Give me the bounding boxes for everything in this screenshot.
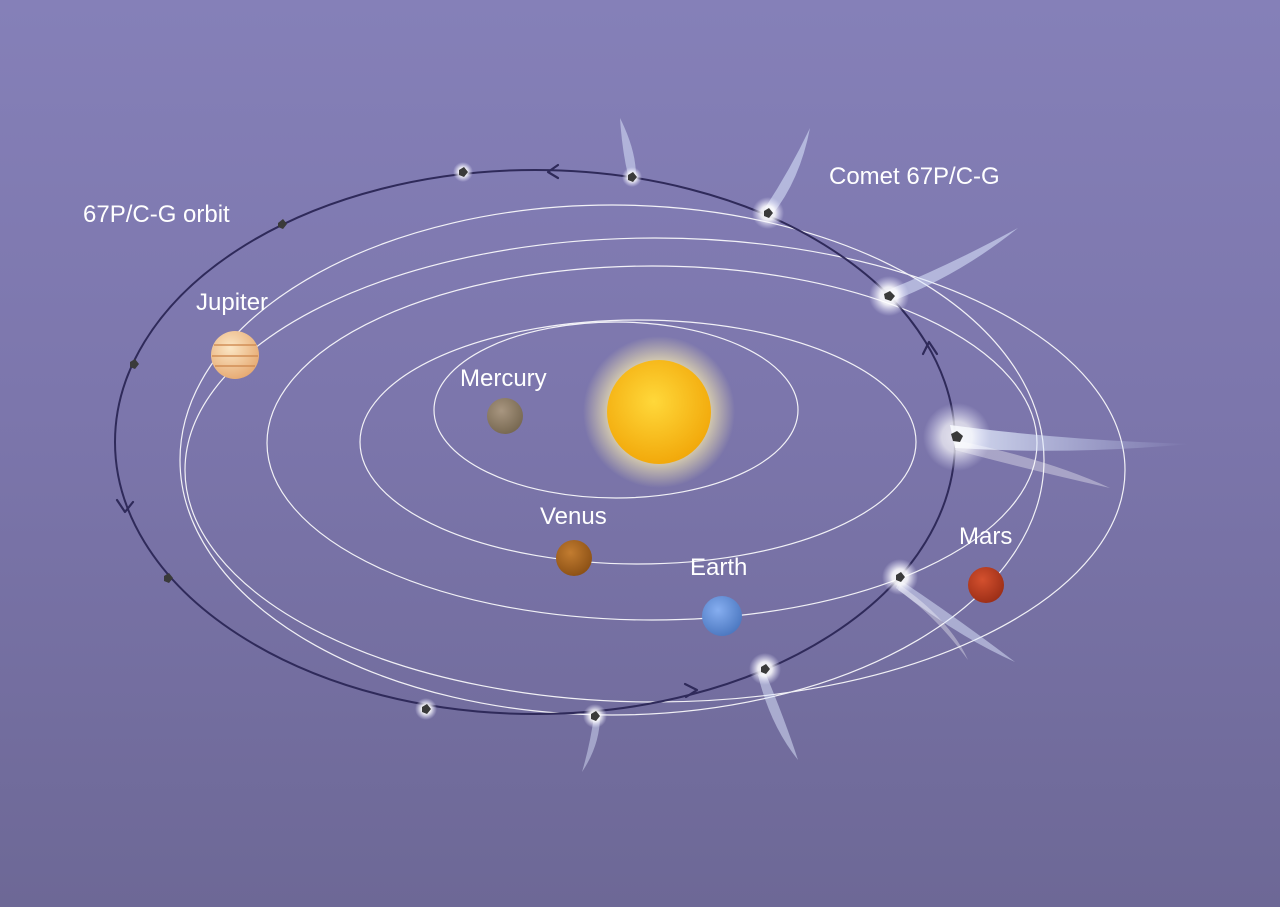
mars-label: Mars	[959, 523, 1012, 550]
comet-nucleus-icon	[130, 359, 139, 369]
mercury-label: Mercury	[460, 365, 547, 392]
comet-nucleus-icon	[459, 167, 468, 177]
venus-planet-icon	[556, 540, 592, 576]
comet-nucleus-icon	[764, 208, 773, 218]
comet-tail-icon	[896, 580, 1015, 662]
mercury-planet-icon	[487, 398, 523, 434]
comet-nucleus-icon	[884, 291, 895, 301]
comet-nucleus-icon	[278, 219, 287, 229]
comet-nucleus-icon	[164, 573, 173, 583]
comet-label: Comet 67P/C-G	[829, 163, 1000, 190]
comet-nucleus-icon	[761, 664, 770, 674]
earth-planet-icon	[702, 596, 742, 636]
mars-planet-icon	[968, 567, 1004, 603]
comet-tail-icon	[950, 425, 1190, 451]
direction-arrow-icon	[115, 498, 135, 514]
comet-nuclei	[130, 167, 963, 721]
jupiter-orbit	[179, 204, 1045, 716]
direction-arrow-icon	[546, 163, 560, 180]
comet-tail-icon	[888, 228, 1018, 302]
jupiter-label: Jupiter	[196, 289, 268, 316]
comet-nucleus-icon	[951, 431, 963, 442]
comet-nucleus-icon	[591, 711, 600, 721]
venus-orbit	[359, 319, 917, 565]
orbit-direction-arrows	[115, 163, 939, 699]
direction-arrow-icon	[683, 682, 699, 699]
comet-nucleus-icon	[422, 704, 431, 714]
sun-icon	[583, 336, 735, 488]
comet-nucleus-icon	[628, 172, 637, 182]
comet-tail-icon	[582, 716, 600, 772]
comet-nucleus-icon	[896, 572, 905, 582]
direction-arrow-icon	[921, 340, 939, 356]
comet-tail-icon	[620, 118, 636, 176]
comet-orbit-path	[114, 169, 956, 715]
comet-orbit-label: 67P/C-G orbit	[83, 201, 230, 228]
jupiter-bands	[212, 344, 258, 367]
comet-tail-icon	[955, 440, 1110, 488]
comet-tail-icon	[765, 128, 810, 215]
mercury-orbit	[433, 321, 799, 499]
earth-label: Earth	[690, 554, 747, 581]
venus-label: Venus	[540, 503, 607, 530]
comet-tail-icon	[758, 672, 798, 760]
